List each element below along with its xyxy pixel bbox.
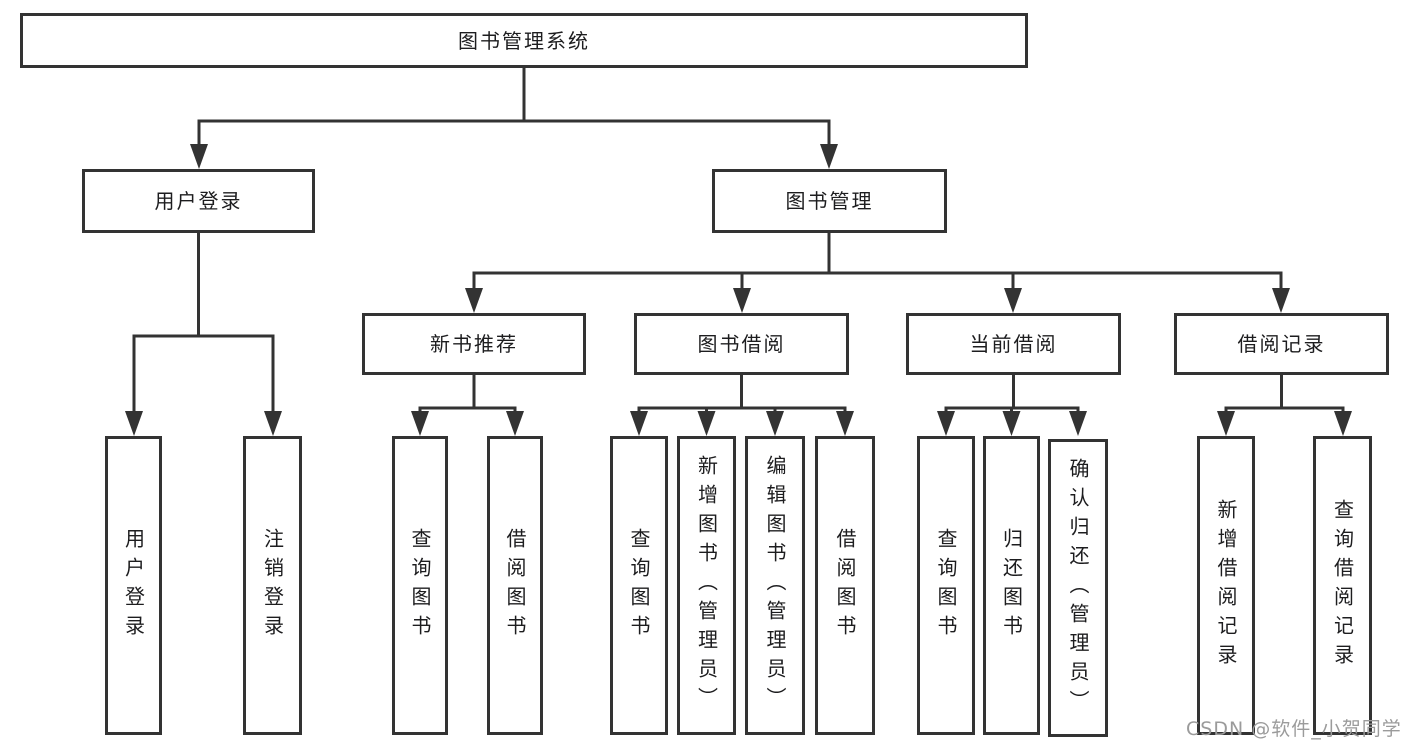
- leaf-current-confirm-return-admin-label: 确认归还（管理员）: [1066, 457, 1090, 719]
- node-book-management: 图书管理: [712, 169, 947, 233]
- leaf-borrow-borrow-books: 借阅图书: [815, 436, 875, 735]
- leaf-logout: 注销登录: [243, 436, 302, 735]
- connector-root-to-level2: [190, 68, 838, 169]
- node-library-system-label: 图书管理系统: [458, 28, 590, 53]
- leaf-borrow-add-books-admin: 新增图书（管理员）: [677, 436, 736, 735]
- leaf-borrow-add-books-admin-label: 新增图书（管理员）: [694, 455, 719, 716]
- leaf-user-login: 用户登录: [105, 436, 162, 735]
- node-library-system: 图书管理系统: [20, 13, 1028, 68]
- leaf-records-add-record-label: 新增借阅记录: [1214, 498, 1238, 673]
- leaf-current-query-books: 查询图书: [917, 436, 975, 735]
- csdn-watermark: CSDN @软件_小贺同学: [1186, 718, 1402, 740]
- leaf-current-confirm-return-admin: 确认归还（管理员）: [1048, 439, 1108, 737]
- node-new-book-recommend-label: 新书推荐: [430, 332, 518, 356]
- node-user-login: 用户登录: [82, 169, 315, 233]
- leaf-logout-label: 注销登录: [260, 527, 285, 644]
- node-current-borrow: 当前借阅: [906, 313, 1121, 375]
- leaf-borrow-query-books: 查询图书: [610, 436, 668, 735]
- node-borrow-records: 借阅记录: [1174, 313, 1389, 375]
- leaf-borrow-query-books-label: 查询图书: [627, 527, 651, 644]
- node-book-borrow-label: 图书借阅: [697, 332, 786, 356]
- connector-borrow-records-to-leaves: [1217, 375, 1352, 436]
- leaf-newbook-borrow-books: 借阅图书: [487, 436, 543, 735]
- connector-book-management-to-level3: [465, 233, 1290, 313]
- leaf-current-query-books-label: 查询图书: [934, 527, 958, 644]
- leaf-records-query-record: 查询借阅记录: [1313, 436, 1372, 735]
- node-book-borrow: 图书借阅: [634, 313, 849, 375]
- connector-user-login-to-leaves: [125, 233, 282, 436]
- node-user-login-label: 用户登录: [154, 189, 243, 213]
- leaf-borrow-borrow-books-label: 借阅图书: [833, 527, 857, 644]
- leaf-current-return-books: 归还图书: [983, 436, 1040, 735]
- leaf-newbook-query-books: 查询图书: [392, 436, 448, 735]
- connector-current-borrow-to-leaves: [937, 375, 1087, 436]
- node-book-management-label: 图书管理: [785, 189, 874, 213]
- leaf-user-login-label: 用户登录: [121, 527, 146, 644]
- leaf-borrow-edit-books-admin-label: 编辑图书（管理员）: [763, 455, 787, 716]
- leaf-current-return-books-label: 归还图书: [999, 527, 1024, 644]
- leaf-records-add-record: 新增借阅记录: [1197, 436, 1255, 735]
- node-borrow-records-label: 借阅记录: [1237, 332, 1326, 356]
- connector-book-borrow-to-leaves: [630, 375, 854, 436]
- connector-new-book-to-leaves: [411, 375, 524, 436]
- leaf-records-query-record-label: 查询借阅记录: [1330, 498, 1355, 673]
- leaf-newbook-query-books-label: 查询图书: [408, 527, 432, 644]
- node-current-borrow-label: 当前借阅: [969, 332, 1058, 356]
- leaf-newbook-borrow-books-label: 借阅图书: [503, 527, 527, 644]
- node-new-book-recommend: 新书推荐: [362, 313, 586, 375]
- leaf-borrow-edit-books-admin: 编辑图书（管理员）: [745, 436, 805, 735]
